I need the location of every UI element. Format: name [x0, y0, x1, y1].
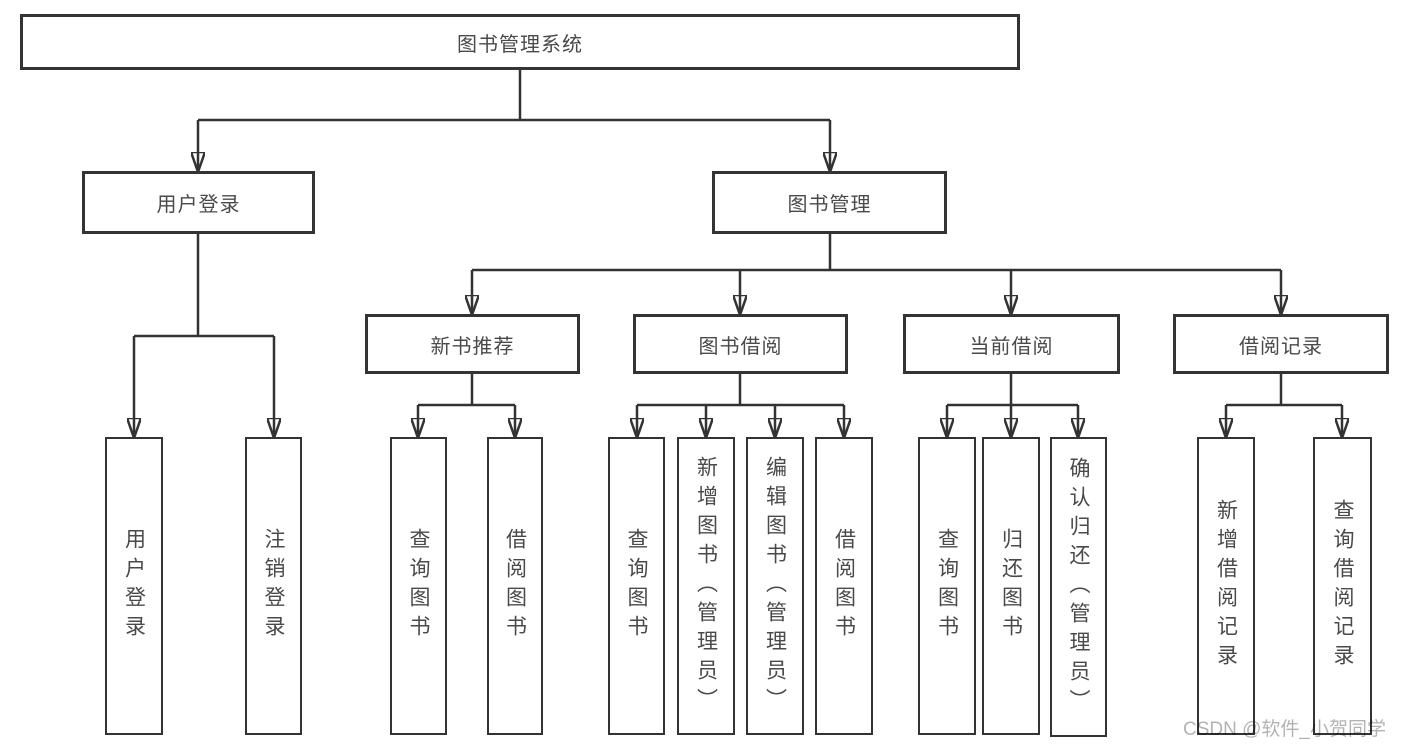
- leaf-newbooks-borrow-books: 借阅图书: [487, 437, 543, 735]
- leaf-borrowing-add-book-admin: 新增图书（管理员）: [677, 437, 735, 735]
- node-borrow-records: 借阅记录: [1173, 314, 1389, 374]
- leaf-current-return-books: 归还图书: [982, 437, 1040, 735]
- node-new-book-recommend: 新书推荐: [365, 314, 580, 374]
- leaf-current-query-books: 查询图书: [918, 437, 976, 735]
- node-user-login: 用户登录: [82, 171, 315, 234]
- node-book-management: 图书管理: [712, 171, 947, 234]
- leaf-borrowing-edit-book-admin: 编辑图书（管理员）: [746, 437, 804, 735]
- leaf-records-query-record: 查询借阅记录: [1313, 437, 1372, 735]
- node-library-management-system: 图书管理系统: [20, 14, 1020, 70]
- csdn-watermark: CSDN @软件_小贺同学: [1183, 719, 1386, 740]
- leaf-borrowing-query-books: 查询图书: [608, 437, 665, 735]
- leaf-newbooks-query-books: 查询图书: [390, 437, 447, 735]
- node-current-borrowing: 当前借阅: [903, 314, 1120, 374]
- leaf-records-add-record: 新增借阅记录: [1197, 437, 1255, 735]
- leaf-logout: 注销登录: [245, 437, 302, 735]
- leaf-user-login: 用户登录: [105, 437, 163, 735]
- leaf-current-confirm-return-admin: 确认归还（管理员）: [1050, 437, 1107, 737]
- leaf-borrowing-borrow-books: 借阅图书: [815, 437, 873, 735]
- node-book-borrowing: 图书借阅: [633, 314, 848, 374]
